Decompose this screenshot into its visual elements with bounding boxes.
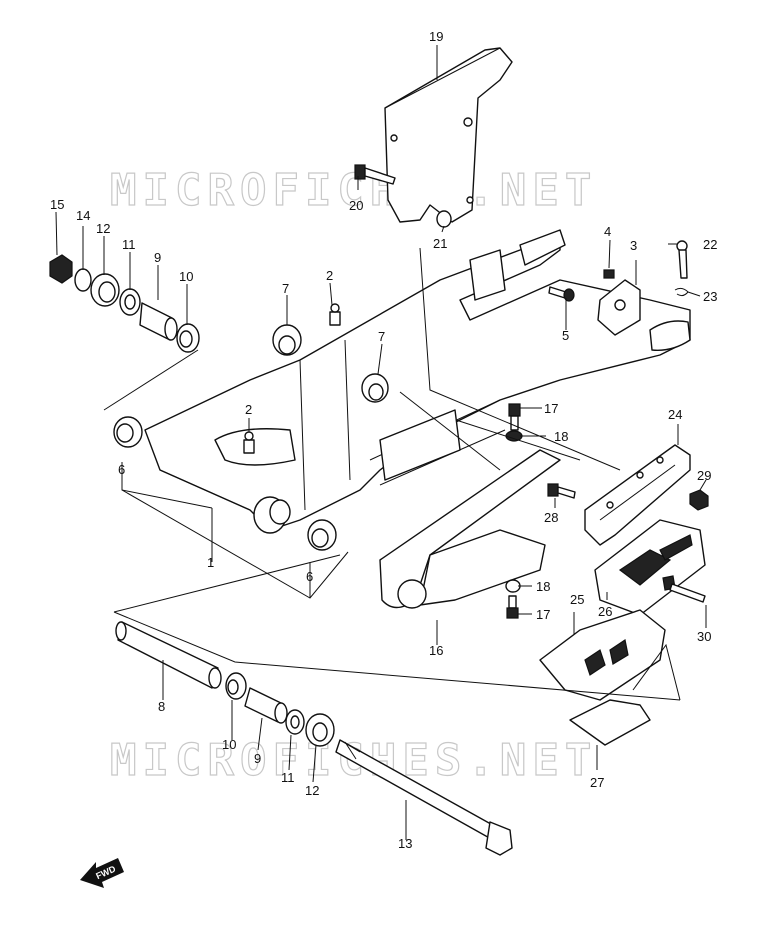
callout-11b: 11 [281,770,295,785]
part-4-bolt [603,269,615,279]
part-10-bushing-lower [225,672,247,700]
part-30-bolt [662,575,706,603]
callout-12: 12 [96,221,110,236]
fwd-arrow-icon: FWD [80,858,124,888]
callout-2: 2 [326,268,333,283]
watermark-top: MICROFICHES.NET [110,165,597,216]
part-24-chain-guide [584,444,691,546]
callout-17b: 17 [536,607,550,622]
callout-9: 9 [154,250,161,265]
callout-27: 27 [590,775,604,790]
part-9-collar [139,302,178,341]
part-11-seal [119,288,141,316]
callout-10: 10 [179,269,193,284]
callout-25: 25 [570,592,584,607]
callout-8: 8 [158,699,165,714]
part-6-bushing-upper [113,416,143,448]
callout-6: 6 [118,462,125,477]
part-15-nut [49,254,73,284]
callout-9b: 9 [254,751,261,766]
part-28-bolt [547,483,576,499]
part-2-grease-nipple-upper [329,303,341,326]
part-11-seal-lower [285,709,305,735]
part-7-bushing-right [361,373,389,403]
part-22-pin [676,240,688,279]
part-25-chain-slider [539,609,666,701]
callout-20: 20 [349,198,363,213]
callout-17: 17 [544,401,558,416]
part-23-clip [674,287,689,297]
part-12-bearing-lower [305,713,335,747]
part-27-guard [569,699,651,746]
part-7-bushing-left [272,324,302,356]
callout-7b: 7 [378,329,385,344]
callout-labels: 19 20 21 15 14 12 11 9 10 7 2 7 2 6 1 6 … [50,29,717,851]
callout-22: 22 [703,237,717,252]
callout-29: 29 [697,468,711,483]
callout-1: 1 [207,555,214,570]
part-9-collar-lower [244,687,288,724]
callout-30: 30 [697,629,711,644]
part-17-bolt-lower [506,595,519,619]
part-2-grease-nipple-lower [243,431,255,454]
callout-13: 13 [398,836,412,851]
callout-15: 15 [50,197,64,212]
part-1-swingarm [144,229,691,534]
part-3-adjuster-block [597,279,641,336]
callout-3: 3 [630,238,637,253]
part-18-washer-lower [505,579,521,593]
callout-14: 14 [76,208,90,223]
part-20-bolt [354,164,396,185]
part-10-bushing [176,323,200,353]
part-13-pivot-bolt [335,739,513,856]
callout-19: 19 [429,29,443,44]
part-26-guide-plate [594,519,706,616]
callout-23: 23 [703,289,717,304]
part-6-bushing-lower [307,519,337,551]
callout-18: 18 [554,429,568,444]
callout-18b: 18 [536,579,550,594]
part-12-bearing [90,273,120,307]
callout-12b: 12 [305,783,319,798]
part-14-washer [74,268,92,292]
part-16-chain-buffer [379,449,561,609]
part-8-pivot-sleeve [115,621,222,689]
callout-5: 5 [562,328,569,343]
callout-11: 11 [122,237,136,252]
callout-4: 4 [604,224,611,239]
callout-28: 28 [544,510,558,525]
callout-24: 24 [668,407,682,422]
callout-6b: 6 [306,569,313,584]
part-29-nut [689,489,709,511]
callout-16: 16 [429,643,443,658]
part-19-chain-cover [384,47,513,223]
callout-21: 21 [433,236,447,251]
part-21-washer [436,210,452,228]
callout-7: 7 [282,281,289,296]
callout-10b: 10 [222,737,236,752]
part-18-washer-upper [505,430,523,442]
leader-lines [55,45,707,840]
callout-2b: 2 [245,402,252,417]
callout-26: 26 [598,604,612,619]
